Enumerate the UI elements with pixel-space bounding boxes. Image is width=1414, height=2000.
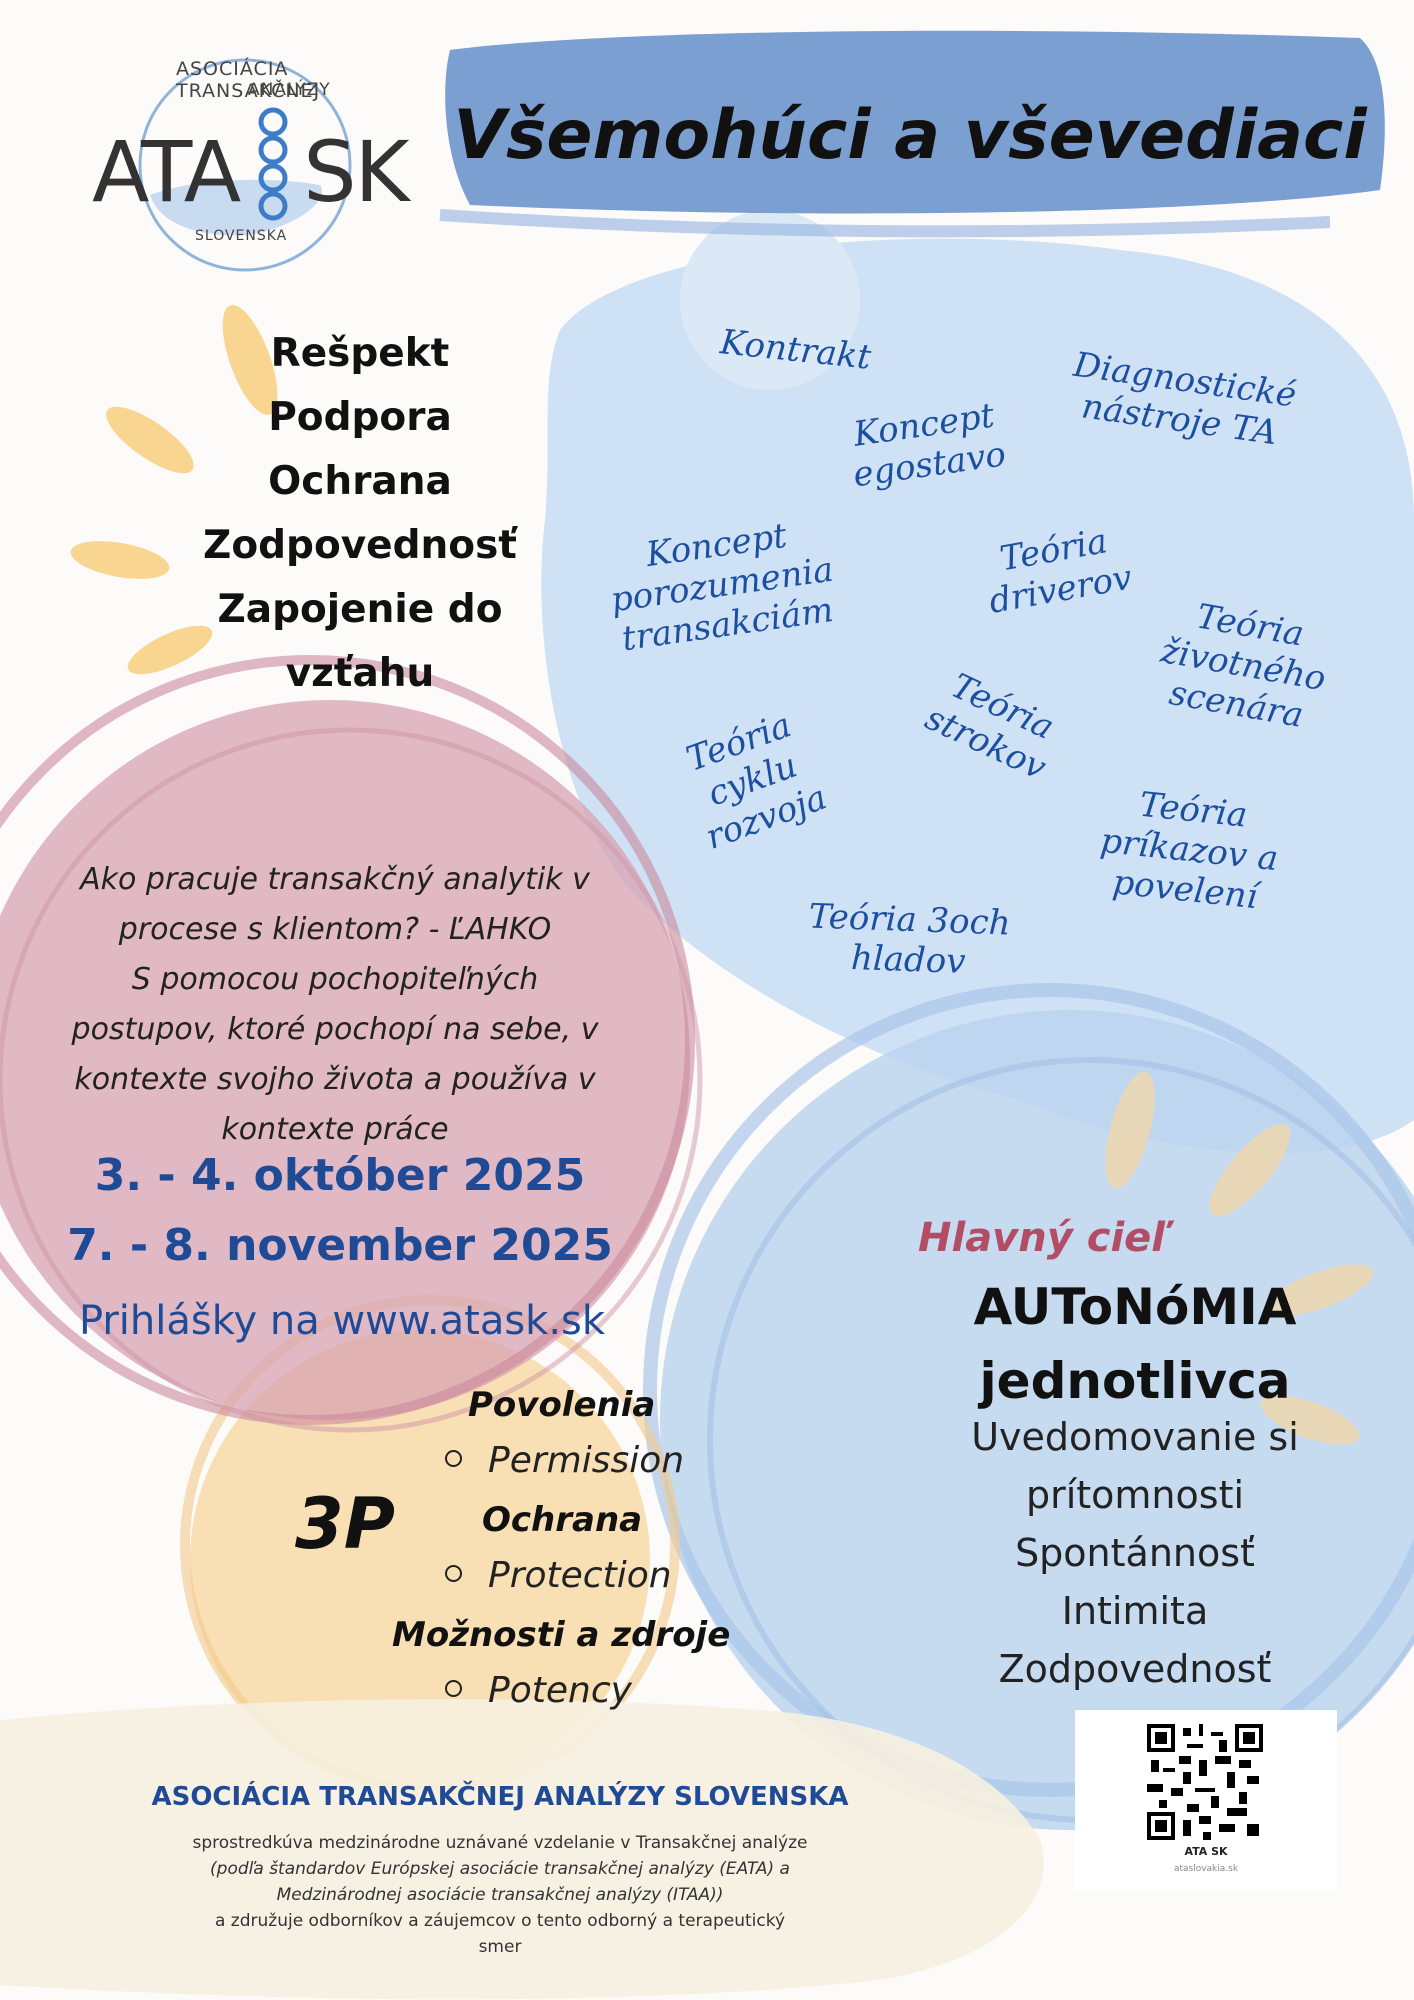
logo-ring (138, 58, 352, 272)
footer-line: Medzinárodnej asociácie transakčnej anal… (276, 1885, 724, 1905)
concept-line: Teória 3och (808, 896, 1012, 944)
logo-arc-bottom: SLOVENSKA (195, 228, 288, 244)
petal (1105, 1071, 1155, 1189)
question-line: postupov, ktoré pochopí na sebe, v (71, 1012, 599, 1047)
footer-line: a združuje odborníkov a záujemcov o tent… (214, 1911, 786, 1931)
goal-title-line: jednotlivca (979, 1352, 1291, 1410)
petal (70, 541, 170, 579)
qr-name: ATA SK (1184, 1845, 1228, 1858)
goal-title-line: AUToNóMIA (973, 1278, 1297, 1336)
question-line: kontexte práce (221, 1112, 449, 1147)
value-item: Zodpovednosť (203, 523, 517, 568)
logo-main-right: SK (303, 123, 409, 221)
three-p-label: 3P (295, 1483, 396, 1565)
petal (222, 305, 278, 415)
p-item-potency: Potency (445, 1670, 632, 1711)
blue-circle-ring (643, 983, 1414, 1797)
blue-circle (660, 1010, 1414, 1830)
petal (1267, 1264, 1373, 1316)
goal-item: Spontánnosť (1015, 1531, 1255, 1575)
logo-link (258, 191, 288, 221)
pink-circle (0, 700, 690, 1420)
qr-code-icon[interactable] (1147, 1724, 1263, 1840)
p-item-label: Potency (488, 1670, 632, 1711)
footer-line: sprostredkúva medzinárodne uznávané vzde… (192, 1833, 808, 1853)
footer-line: (podľa štandardov Európskej asociácie tr… (210, 1859, 790, 1879)
value-item: Podpora (268, 395, 452, 440)
value-item: Rešpekt (270, 331, 450, 376)
goal-item: Intimita (1061, 1589, 1209, 1633)
goal-title: AUToNóMIA jednotlivca (930, 1270, 1340, 1418)
question-line: Ako pracuje transakčný analytik v (80, 862, 590, 897)
petal (106, 406, 194, 474)
logo-arc-top-line2: ANALÝZY (248, 80, 331, 100)
p-heading-ochrana: Ochrana (482, 1500, 643, 1540)
bullet-icon (445, 1449, 462, 1467)
footer-line: smer (478, 1937, 522, 1957)
footer-organization: ASOCIÁCIA TRANSAKČNEJ ANALÝZY SLOVENSKA (151, 1782, 849, 1812)
logo-arc-top-line1: ASOCIÁCIA TRANSAKČNEJ (176, 58, 321, 102)
petal (1260, 1395, 1360, 1445)
goal-item: Uvedomovanie si (971, 1415, 1299, 1459)
petal (1209, 1123, 1291, 1217)
concept-prikazy: Teória príkazov a povelení (1094, 781, 1284, 919)
value-item: Ochrana (268, 459, 452, 504)
petal (127, 625, 213, 675)
question-line: kontexte svojho života a používa v (74, 1062, 596, 1097)
question-paragraph: Ako pracuje transakčný analytik v proces… (55, 855, 615, 1155)
logo-main-left: ATA (92, 123, 241, 221)
goal-label: Hlavný cieľ (918, 1215, 1165, 1261)
bullet-icon (445, 1564, 462, 1582)
light-blue-spot (680, 210, 860, 390)
value-item: Zapojenie do (217, 587, 503, 632)
goal-item: Zodpovednosť (998, 1647, 1272, 1691)
qr-url[interactable]: ataslovakia.sk (1173, 1864, 1239, 1874)
pink-circle-ring-2 (0, 727, 703, 1433)
logo: ASOCIÁCIA TRANSAKČNEJ ANALÝZY ATA SK SLOV… (80, 48, 410, 278)
concept-line: hladov (850, 938, 967, 982)
logo-wordmark: ATA SK (92, 123, 410, 221)
question-line: S pomocou pochopiteľných (131, 962, 539, 997)
p-item-label: Permission (488, 1440, 685, 1481)
date-november: 7. - 8. november 2025 (67, 1220, 613, 1271)
pink-circle-ring (0, 655, 695, 1425)
title-banner-edge (439, 209, 1331, 238)
footer-text: sprostredkúva medzinárodne uznávané vzde… (90, 1830, 910, 1960)
date-october: 3. - 4. október 2025 (94, 1150, 586, 1201)
logo-link (258, 163, 288, 193)
logo-link (258, 135, 288, 165)
p-item-permission: Permission (445, 1440, 684, 1481)
yellow-circle (190, 1330, 650, 1790)
light-blue-blob (541, 238, 1414, 1154)
logo-link (258, 107, 288, 137)
bullet-icon (445, 1679, 462, 1697)
p-heading-povolenia: Povolenia (468, 1385, 656, 1425)
question-line: procese s klientom? - ĽAHKO (118, 912, 552, 947)
values-list: Rešpekt Podpora Ochrana Zodpovednosť Zap… (150, 322, 570, 706)
value-item: vzťahu (285, 651, 435, 696)
p-heading-moznosti: Možnosti a zdroje (392, 1615, 731, 1655)
p-item-label: Protection (488, 1555, 672, 1596)
concept-hlady: Teória 3och hladov (807, 896, 1012, 984)
qr-card[interactable]: ATA SK ataslovakia.sk (1075, 1710, 1337, 1890)
cream-brush (0, 1699, 1044, 2000)
goal-list: Uvedomovanie si prítomnosti Spontánnosť … (930, 1408, 1340, 1698)
page-title: Všemohúci a vševediaci (453, 95, 1367, 175)
signup-link[interactable]: Prihlášky na www.atask.sk (78, 1298, 606, 1344)
goal-item: prítomnosti (1025, 1473, 1245, 1517)
title-banner (445, 30, 1385, 214)
p-item-protection: Protection (445, 1555, 672, 1596)
